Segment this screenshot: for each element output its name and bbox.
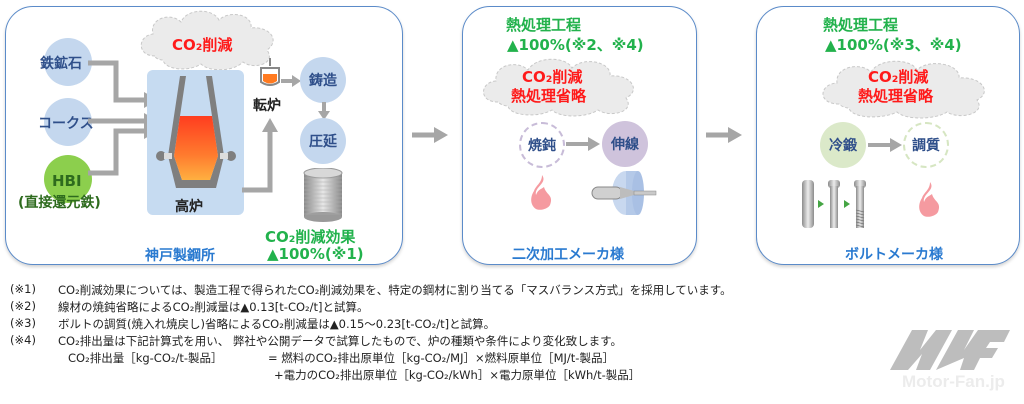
step-tempering-label: 調質 xyxy=(912,138,940,154)
furnace-to-converter-arrow xyxy=(242,118,278,193)
flow-arrow-2 xyxy=(706,127,742,143)
co2-cloud-steelworks xyxy=(135,6,285,72)
step-annealing: 焼鈍 xyxy=(519,122,565,168)
flame-icon-secondary xyxy=(531,175,552,210)
effect-label-line2: ▲100%(※1) xyxy=(267,245,364,263)
heading-line2-bolt: ▲100%(※3、※4) xyxy=(825,36,962,54)
flame-icon-bolt xyxy=(919,182,940,217)
converter-to-casting-arrow xyxy=(281,75,301,87)
effect-label-line1: CO₂削減効果 xyxy=(265,228,356,246)
formula-lhs: CO₂排出量［kg-CO₂/t-製品］ xyxy=(68,351,223,365)
note-2: (※2) 線材の焼鈍省略によるCO₂削減量は▲0.13[t-CO₂/t]と試算。 xyxy=(10,299,369,314)
input-iron-ore xyxy=(44,38,92,86)
input-hbi xyxy=(44,155,92,203)
cloud-text-secondary-line2: 熱処理省略 xyxy=(511,87,587,105)
drawing-die-icon xyxy=(591,171,657,215)
step-rolling-label: 圧延 xyxy=(309,134,337,150)
note-1-text: CO₂削減効果については、製造工程で得られたCO₂削減効果を、特定の鋼材に割り当… xyxy=(58,283,732,297)
note-4: (※4) CO₂排出量は下記計算式を用い、 弊社や公開データで試算したもので、炉… xyxy=(10,333,622,348)
co2-cloud-bolt xyxy=(815,56,997,120)
input-coke xyxy=(44,98,92,146)
watermark-text: Motor-Fan.jp xyxy=(902,372,1005,391)
converter-label: 転炉 xyxy=(253,98,281,114)
heading-line2-secondary: ▲100%(※2、※4) xyxy=(507,36,644,54)
note-2-text: 線材の焼鈍省略によるCO₂削減量は▲0.13[t-CO₂/t]と試算。 xyxy=(58,300,369,314)
input-label-iron-ore: 鉄鉱石 xyxy=(40,56,82,72)
step-cold-forging-label: 冷鍛 xyxy=(829,138,857,154)
forging-to-tempering-arrow xyxy=(868,138,902,152)
cloud-text-secondary-line1: CO₂削減 xyxy=(522,68,583,86)
note-4-text: CO₂排出量は下記計算式を用い、 弊社や公開データで試算したもので、炉の種類や条… xyxy=(58,334,623,348)
formula-line2: +電力のCO₂排出原単位［kg-CO₂/kWh］×電力原単位［kWh/t-製品］ xyxy=(274,368,641,382)
wire-coil-icon xyxy=(303,168,343,222)
note-3: (※3) ボルトの調質(焼入れ焼戻し)省略によるCO₂削減量は▲0.15〜0.2… xyxy=(10,316,495,331)
blast-furnace-label: 高炉 xyxy=(175,199,203,215)
note-3-text: ボルトの調質(焼入れ焼戻し)省略によるCO₂削減量は▲0.15〜0.23[t-C… xyxy=(58,317,496,331)
note-4-mark: (※4) xyxy=(10,333,36,347)
converter-icon xyxy=(260,58,280,86)
panel-bolt-maker xyxy=(756,6,1020,265)
co2-cloud-secondary xyxy=(476,54,646,118)
annealing-to-drawing-arrow xyxy=(566,137,600,151)
note-2-mark: (※2) xyxy=(10,299,36,313)
cloud-text-steelworks: CO₂削減 xyxy=(172,36,233,54)
cloud-text-bolt-line2: 熱処理省略 xyxy=(858,87,934,105)
motor-fan-logo-icon xyxy=(890,330,1010,370)
flow-arrow-1 xyxy=(412,127,448,143)
note-1: (※1) CO₂削減効果については、製造工程で得られたCO₂削減効果を、特定の鋼… xyxy=(10,282,732,297)
input-label-coke: コークス xyxy=(38,116,94,132)
step-annealing-label: 焼鈍 xyxy=(528,138,556,154)
cloud-text-bolt-line1: CO₂削減 xyxy=(868,68,929,86)
panel-footer-bolt: ボルトメーカ様 xyxy=(845,247,943,263)
casting-to-rolling-arrow xyxy=(318,102,330,120)
heading-line1-bolt: 熱処理工程 xyxy=(823,16,899,34)
step-wire-drawing-label: 伸線 xyxy=(611,137,639,153)
step-cold-forging: 冷鍛 xyxy=(820,122,866,168)
input-label-hbi: HBI xyxy=(52,172,82,190)
panel-footer-steelworks: 神戸製鋼所 xyxy=(145,248,215,264)
step-tempering: 調質 xyxy=(903,122,949,168)
step-casting-label: 鋳造 xyxy=(309,73,337,89)
note-3-mark: (※3) xyxy=(10,316,36,330)
bolt-forming-sequence-icon xyxy=(802,180,866,228)
note-1-mark: (※1) xyxy=(10,282,36,296)
input-label-hbi-sub: (直接還元鉄) xyxy=(18,195,101,211)
step-wire-drawing: 伸線 xyxy=(602,121,648,167)
step-casting: 鋳造 xyxy=(300,57,346,103)
formula-line1: = 燃料のCO₂排出原単位［kg-CO₂/MJ］×燃料原単位［MJ/t-製品］ xyxy=(268,351,614,365)
heading-line1-secondary: 熱処理工程 xyxy=(506,16,582,34)
step-rolling: 圧延 xyxy=(300,118,346,164)
panel-footer-secondary: 二次加工メーカ様 xyxy=(512,247,624,263)
blast-furnace-icon xyxy=(156,76,236,188)
panel-secondary-processor xyxy=(462,6,697,265)
